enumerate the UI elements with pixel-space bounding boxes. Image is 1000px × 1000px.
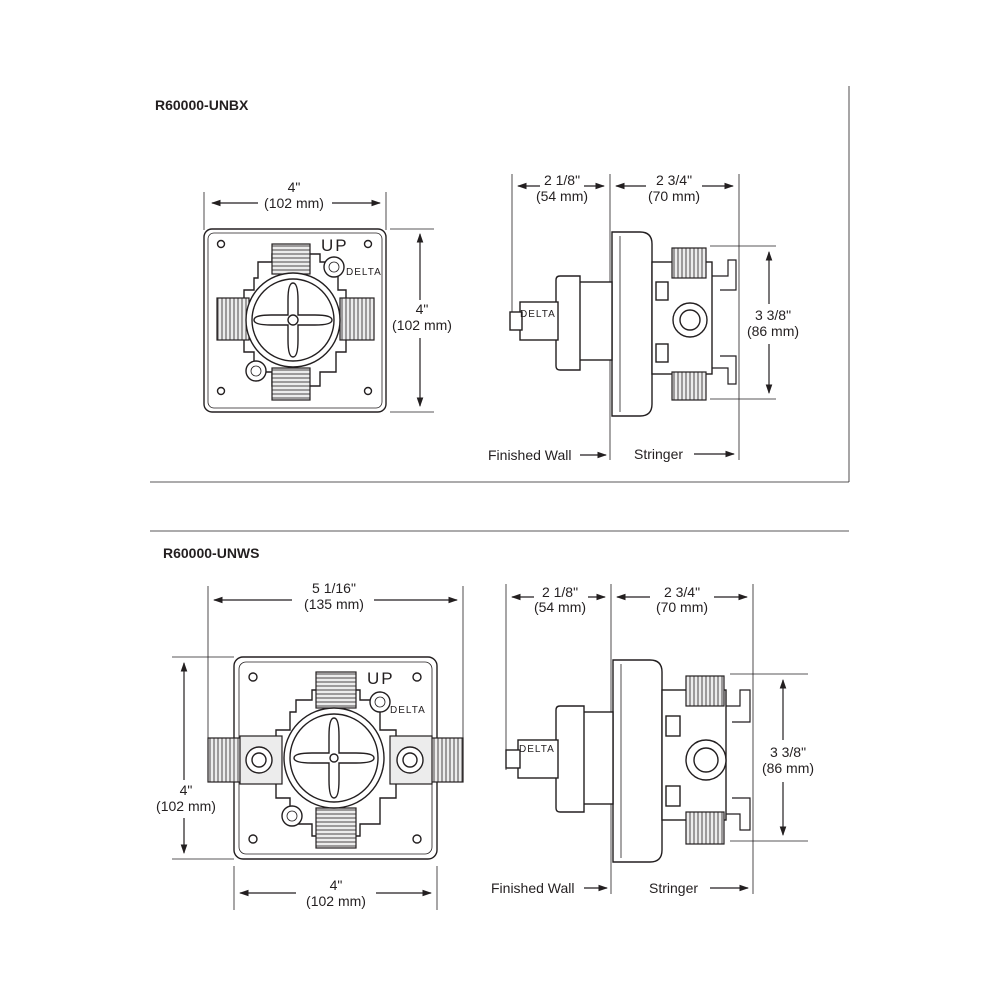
depth-front-label: 2 1/8" [544, 172, 580, 188]
brand-marking: DELTA [346, 267, 382, 278]
stem-center [329, 753, 339, 763]
plug-fitting [281, 805, 303, 827]
stem-center [287, 314, 299, 326]
plug-fitting-inner [286, 810, 298, 822]
height-mm-label: (102 mm) [392, 317, 452, 333]
body-lug [655, 343, 669, 363]
body-lug [665, 785, 681, 807]
depth-back-mm-label: (70 mm) [656, 599, 708, 615]
model-title: R60000-UNWS [163, 545, 259, 561]
cap-flange [555, 275, 581, 371]
side-height-mm-label: (86 mm) [747, 323, 799, 339]
side-height-mm-label: (86 mm) [762, 760, 814, 776]
bottom-width-label: 4" [330, 877, 343, 893]
depth-back-label: 2 3/4" [664, 584, 700, 600]
stringer-bracket-top [726, 689, 751, 723]
port-bottom [315, 807, 357, 849]
port-bottom-side [685, 811, 725, 845]
front-view: 5 1/16" (135 mm) 4" (102 mm) 4" (102 mm) [156, 580, 464, 910]
plug-fitting [245, 360, 267, 382]
mounting-plate-side [612, 659, 663, 863]
stem-tip [505, 749, 521, 769]
plug-fitting [369, 691, 391, 713]
side-height-label: 3 3/8" [755, 307, 791, 323]
screw-hole [412, 672, 422, 682]
stringer-bracket-top [712, 259, 737, 291]
screw-hole [248, 672, 258, 682]
height-label: 4" [416, 301, 429, 317]
mounting-plate-side [611, 231, 653, 417]
depth-front-mm-label: (54 mm) [534, 599, 586, 615]
side-view: 2 1/8" (54 mm) 2 3/4" (70 mm) 3 3/8" (86… [491, 584, 814, 896]
side-view: 2 1/8" (54 mm) 2 3/4" (70 mm) 3 3/8" (86… [488, 172, 799, 463]
stem-tip [509, 311, 523, 331]
cap-flange [555, 705, 585, 813]
port-opening-inner [679, 309, 701, 331]
finished-wall-label: Finished Wall [488, 447, 572, 463]
bottom-width-mm-label: (102 mm) [306, 893, 366, 909]
stringer-label: Stringer [649, 880, 698, 896]
cap-collar [575, 281, 613, 361]
port-bottom [271, 367, 311, 401]
port-right [339, 297, 375, 341]
port-top [315, 671, 357, 709]
port-left-opening-inner [251, 752, 267, 768]
section-r60000-unws: R60000-UNWS 5 1/16" (135 mm) 4" (102 mm)… [150, 530, 849, 910]
screw-hole [363, 386, 373, 396]
side-brand-marking: DELTA [520, 309, 556, 320]
depth-back-mm-label: (70 mm) [648, 188, 700, 204]
plug-fitting-inner [250, 365, 262, 377]
plug-fitting-inner [328, 261, 340, 273]
body-lug [655, 281, 669, 301]
port-opening-inner [693, 747, 719, 773]
up-marking: UP [321, 236, 349, 255]
up-marking: UP [367, 669, 395, 688]
stringer-label: Stringer [634, 446, 683, 462]
mounting-plate-inner [207, 232, 383, 409]
height-label: 4" [180, 782, 193, 798]
depth-back-label: 2 3/4" [656, 172, 692, 188]
stem-housing [517, 739, 559, 779]
width-mm-label: (102 mm) [264, 195, 324, 211]
width-mm-label: (135 mm) [304, 596, 364, 612]
plug-fitting [323, 256, 345, 278]
port-top-side [671, 247, 707, 279]
body-lug [665, 715, 681, 737]
model-title: R60000-UNBX [155, 97, 249, 113]
height-mm-label: (102 mm) [156, 798, 216, 814]
side-brand-marking: DELTA [519, 744, 555, 755]
port-left [216, 297, 250, 341]
depth-front-label: 2 1/8" [542, 584, 578, 600]
port-top-side [685, 675, 725, 707]
port-bottom-side [671, 371, 707, 401]
finished-wall-label: Finished Wall [491, 880, 575, 896]
front-view: 4" (102 mm) 4" (102 mm) [203, 179, 452, 413]
side-height-label: 3 3/8" [770, 744, 806, 760]
stringer-bracket-bottom [712, 355, 737, 385]
port-right-opening-inner [402, 752, 418, 768]
depth-front-mm-label: (54 mm) [536, 188, 588, 204]
cap-collar [581, 711, 614, 805]
screw-hole [248, 834, 258, 844]
screw-hole [216, 239, 226, 249]
screw-hole [363, 239, 373, 249]
brand-marking: DELTA [390, 705, 426, 716]
width-label: 5 1/16" [312, 580, 356, 596]
section-r60000-unbx: R60000-UNBX 4" (102 mm) 4" (102 mm) [150, 86, 850, 483]
width-label: 4" [288, 179, 301, 195]
screw-hole [412, 834, 422, 844]
plug-fitting-inner [374, 696, 386, 708]
stringer-bracket-bottom [726, 797, 751, 831]
port-top [271, 243, 311, 275]
stem-housing [519, 301, 559, 341]
screw-hole [216, 386, 226, 396]
